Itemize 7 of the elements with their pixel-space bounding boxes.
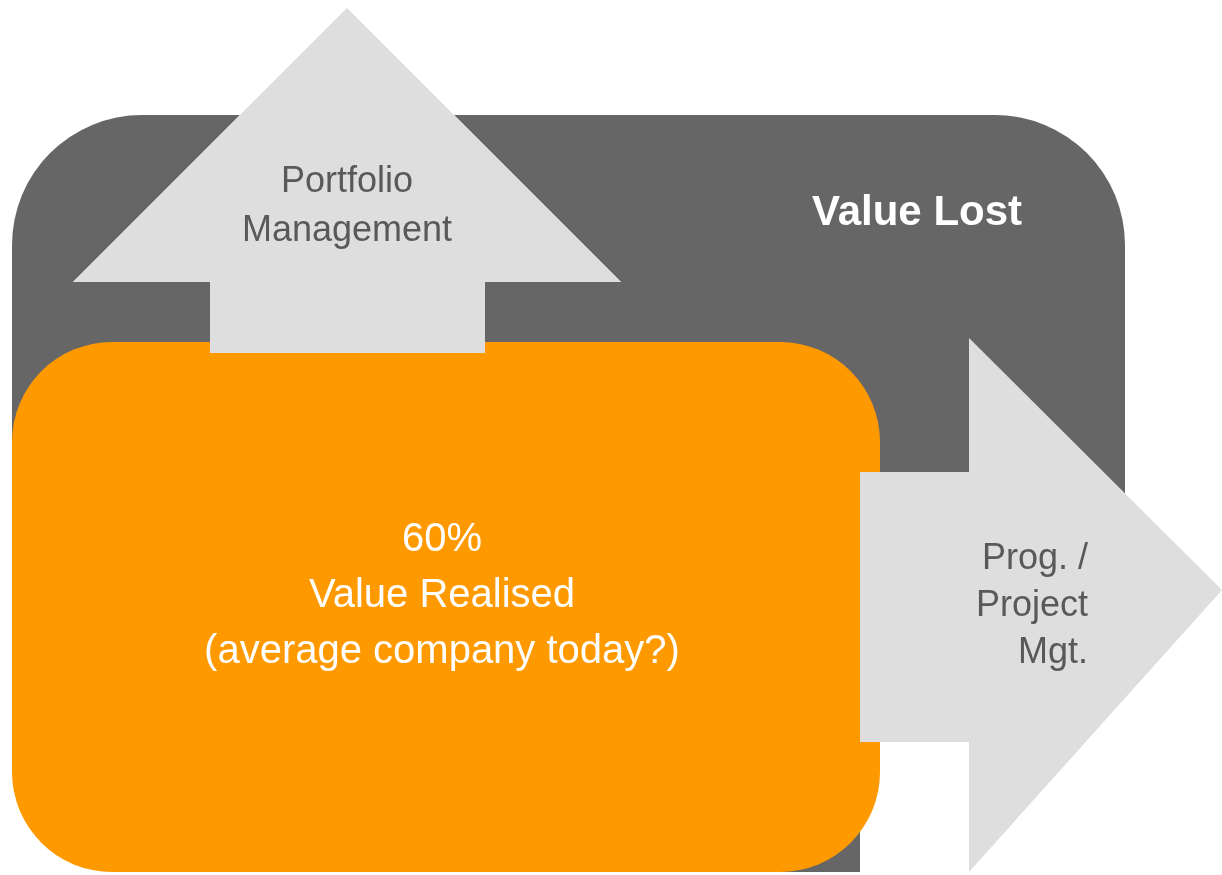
panel-label: Value Lost — [810, 186, 1024, 236]
arrow-label: Prog. / Project Mgt. — [974, 535, 1088, 673]
value-realised-panel — [12, 342, 880, 872]
panel-label: Value Realised — [307, 570, 577, 617]
panel-label: (average company today?) — [203, 626, 681, 673]
panel-label: 60% — [400, 514, 484, 561]
arrow-label: Portfolio Management — [240, 158, 454, 251]
